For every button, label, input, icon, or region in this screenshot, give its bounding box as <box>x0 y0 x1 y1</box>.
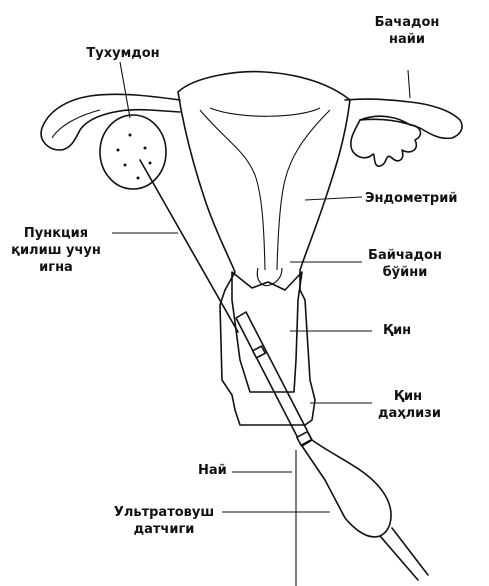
label-vagina: Қин <box>383 322 411 339</box>
label-needle-line2: қилиш учун <box>2 242 110 259</box>
label-needle-line3: игна <box>2 259 110 276</box>
label-endometrium: Эндометрий <box>365 190 457 207</box>
ovary-shape <box>100 115 166 189</box>
label-vestibule-line1: Қин <box>378 388 438 405</box>
label-ovary: Тухумдон <box>83 45 163 62</box>
label-ultrasound: Ультратовуш датчиги <box>110 504 218 538</box>
label-vestibule: Қин даҳлизи <box>378 388 438 422</box>
label-cervix-line1: Байчадон <box>365 247 445 264</box>
label-vestibule-line2: даҳлизи <box>378 405 438 422</box>
label-ultrasound-line1: Ультратовуш <box>110 504 218 521</box>
label-pipe: Най <box>198 462 227 479</box>
label-cervix: Байчадон бўйни <box>365 247 445 281</box>
endometrium-lining <box>210 108 320 116</box>
label-fallopian-tube-line1: Бачадон <box>362 14 452 31</box>
label-needle: Пункция қилиш учун игна <box>2 225 110 276</box>
leader-lines <box>112 62 410 512</box>
label-needle-line1: Пункция <box>2 225 110 242</box>
label-fallopian-tube: Бачадон найи <box>362 14 452 48</box>
probe-handle <box>380 528 428 580</box>
left-tube-inner <box>52 110 100 138</box>
ultrasound-probe <box>302 440 391 537</box>
uterine-cavity <box>200 110 330 270</box>
guide-joint-1 <box>253 346 266 358</box>
left-fallopian-tube <box>41 94 180 150</box>
label-fallopian-tube-line2: найи <box>362 31 452 48</box>
label-ultrasound-line2: датчиги <box>110 521 218 538</box>
ovary-follicles <box>117 134 152 180</box>
label-cervix-line2: бўйни <box>365 264 445 281</box>
needle-guide-pipe <box>236 312 312 446</box>
